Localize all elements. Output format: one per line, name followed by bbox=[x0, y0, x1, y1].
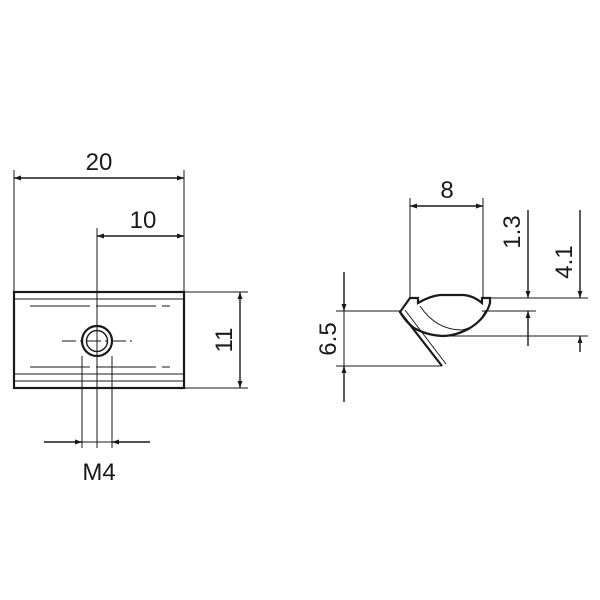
dim-label-thread: M4 bbox=[82, 459, 115, 486]
dim-label-step-height: 1.3 bbox=[499, 215, 526, 248]
dim-label-total-height: 4.1 bbox=[551, 245, 578, 278]
dim-label-overall-width: 20 bbox=[86, 149, 113, 176]
dim-label-hole-offset: 10 bbox=[130, 207, 157, 234]
dim-label-profile-width: 8 bbox=[440, 177, 453, 204]
spring-leg bbox=[399, 311, 443, 367]
profile-inner-curve bbox=[419, 305, 487, 331]
spring-leg-edge bbox=[404, 309, 447, 365]
dim-label-slot-height: 6.5 bbox=[315, 322, 342, 355]
side-view: 8 1.3 4.1 6.5 bbox=[315, 177, 588, 402]
dim-label-body-height: 11 bbox=[211, 328, 238, 353]
nut-body-outline bbox=[12, 290, 186, 390]
top-view: 20 10 11 M4 bbox=[12, 149, 248, 486]
